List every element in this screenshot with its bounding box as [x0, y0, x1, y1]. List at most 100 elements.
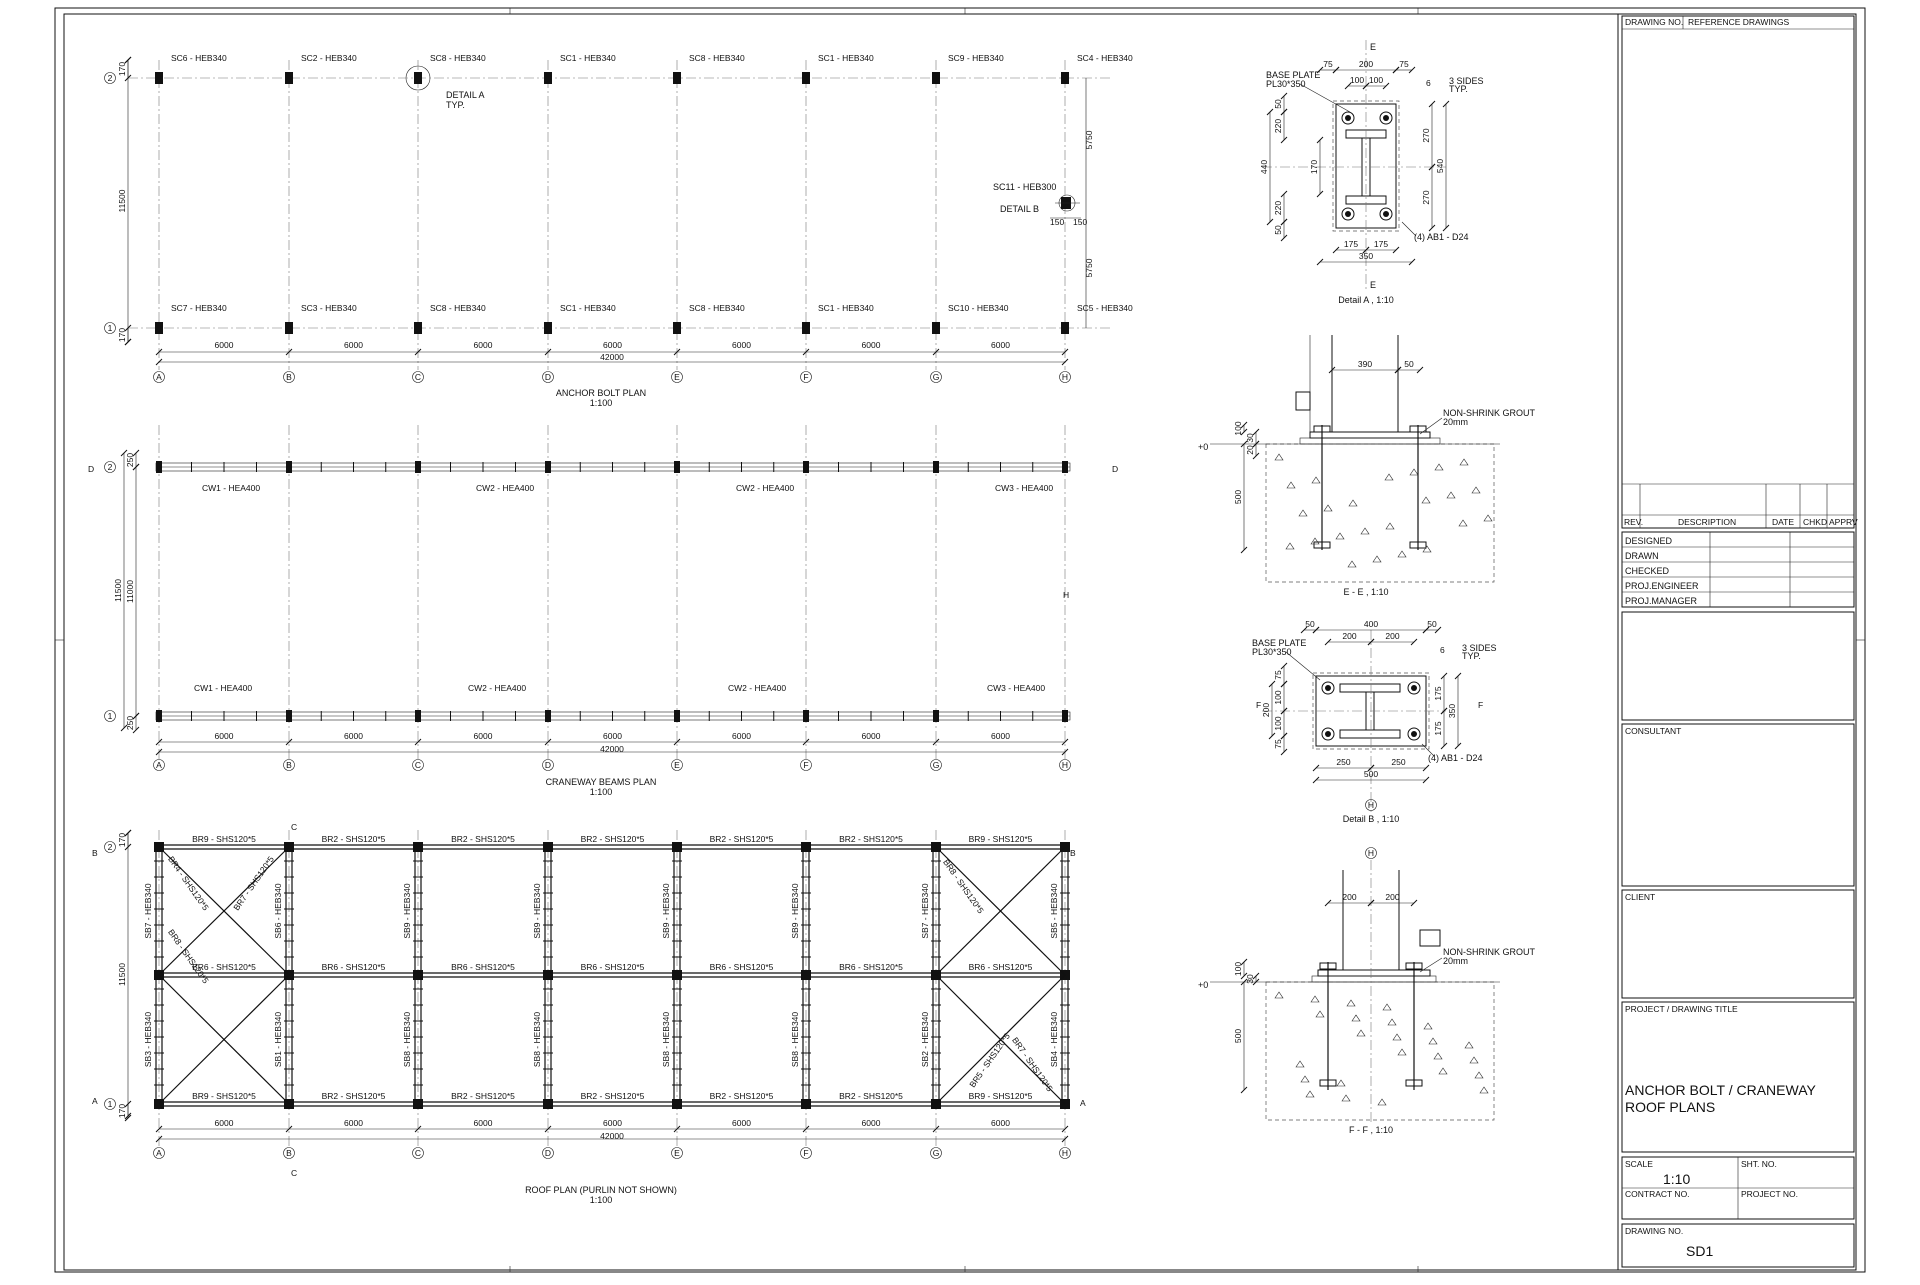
dim-tick [1280, 108, 1288, 116]
dim-tick [1367, 638, 1375, 646]
concrete-hatch-f [1305, 1090, 1315, 1098]
bay-dim-craneway: 6000 [215, 731, 234, 741]
concrete-hatch-e [1360, 527, 1370, 535]
dim-tick [132, 463, 140, 471]
roof-plan-scale: 1:100 [590, 1195, 613, 1205]
craneway-beam-label-row1: CW2 - HEA400 [468, 683, 526, 693]
concrete-hatch-f [1336, 1079, 1346, 1087]
dim-tick [1442, 100, 1450, 108]
roof-top-beam-label: BR2 - SHS120*5 [322, 834, 386, 844]
craneway-beam-label-row1: CW1 - HEA400 [194, 683, 252, 693]
column-label-row1: SC1 - HEB340 [560, 303, 616, 313]
dim-tick [1382, 82, 1390, 90]
dim-tick [414, 1125, 422, 1133]
dim-tick [1440, 742, 1448, 750]
dim-tick [1394, 366, 1402, 374]
dim-tick [1454, 672, 1462, 680]
grid-bubble-2-craneway: 2 [108, 462, 113, 472]
concrete-hatch-e [1434, 463, 1444, 471]
detail-a-bolts: (4) AB1 - D24 [1414, 232, 1469, 242]
foundation-f [1265, 981, 1495, 1121]
detail-b-dim-inner: 200 [1385, 631, 1399, 641]
title-block: DRAWING NO. REFERENCE DRAWINGS REV. DESC… [1617, 13, 1858, 1271]
concrete-hatch-e [1347, 560, 1357, 568]
grid-bubble-roof-circle [153, 1147, 165, 1159]
grid-bubble-D: D [545, 372, 551, 382]
detail-b-dim-total: 500 [1364, 769, 1378, 779]
detail-b-dim-left: 75 [1273, 670, 1283, 680]
anchor-bolt-b [1321, 681, 1335, 695]
detail-b-section-left: F [1256, 700, 1261, 710]
roof-bracing-label: BR5 - SHS120*5 [967, 1031, 1012, 1089]
date-header: DATE [1772, 517, 1794, 527]
grid-bubble-C: C [415, 372, 421, 382]
span-dim: 11500 [117, 189, 127, 212]
dim-tick [802, 348, 810, 356]
anchor-bolt-core-a [1345, 115, 1351, 121]
base-plate-f [1317, 969, 1431, 977]
dim-tick [1362, 82, 1370, 90]
roof-bottom-beam-label: BR2 - SHS120*5 [839, 1091, 903, 1101]
dim-tick [120, 724, 128, 732]
grid-bubble-craneway-circle [930, 759, 942, 771]
signoff-role-1: DESIGNED [1625, 536, 1673, 546]
dim-tick [1240, 421, 1248, 429]
drawing-title-line2: ROOF PLANS [1625, 1099, 1715, 1115]
section-d-left: D [88, 464, 94, 474]
nut-top-e [1409, 425, 1427, 433]
drawing-number: SD1 [1686, 1243, 1713, 1259]
detail-a-base-plate: BASE PLATE [1266, 70, 1320, 80]
grid-bubble-1-roof-circle [104, 1098, 116, 1110]
grid-bubble-2-roof-circle [104, 841, 116, 853]
roof-lower-column-label: SB3 - HEB340 [143, 1012, 153, 1068]
craneway-column [415, 710, 421, 722]
concrete-hatch-e [1310, 537, 1320, 545]
dim-tick [1280, 218, 1288, 226]
concrete-hatch-e [1384, 473, 1394, 481]
dim-tick [132, 449, 140, 457]
roof-lower-column-label: SB1 - HEB340 [273, 1012, 283, 1068]
dim-tick [124, 56, 132, 64]
detail-b: Detail B , 1:10 BASE PLATE PL30*350 3 SI… [1252, 619, 1497, 824]
dim-tick [1328, 366, 1336, 374]
grid-bubble-craneway-circle [283, 759, 295, 771]
roof-upper-column-label: SB6 - HEB340 [273, 883, 283, 939]
dim-tick [1061, 348, 1069, 356]
detail-b-dim-bottom: 250 [1391, 757, 1405, 767]
roof-lower-column-label: SB8 - HEB340 [532, 1012, 542, 1068]
dim-tick [932, 738, 940, 746]
grid-bubble-2-circle [104, 72, 116, 84]
dim-tick [1240, 440, 1248, 448]
roof-mid-beam-label: BR6 - SHS120*5 [581, 962, 645, 972]
column-row1 [155, 322, 163, 334]
grid-bubble-roof-circle [1059, 1147, 1071, 1159]
sheet-no-header: SHT. NO. [1741, 1159, 1777, 1169]
roof-bracing-label: BR7 - SHS120*5 [231, 854, 276, 912]
apprv-header: APPRV [1829, 517, 1858, 527]
bay-dim-craneway: 6000 [344, 731, 363, 741]
dim-tick [1428, 100, 1436, 108]
detail-b-dim-left: 75 [1273, 739, 1283, 749]
detail-b-bolts: (4) AB1 - D24 [1428, 753, 1483, 763]
roof-bracing [158, 846, 290, 976]
anchor-bolt-plan: ANCHOR BOLT PLAN 1:100 DETAIL A TYP. SC1… [104, 53, 1133, 408]
craneway-plan-scale: 1:100 [590, 787, 613, 797]
dim-tick [1392, 66, 1400, 74]
nut-bottom-e [1313, 541, 1331, 549]
bay-dim-roof: 6000 [474, 1118, 493, 1128]
detail-a-weld-size: 6 [1426, 78, 1431, 88]
edge-dim-top-craneway: 250 [125, 453, 135, 467]
detail-a-dim-left: 440 [1259, 160, 1269, 174]
detail-b-base-plate-size: PL30*350 [1252, 647, 1292, 657]
column-row2 [414, 72, 422, 84]
grid-bubble-roof: D [545, 1148, 551, 1158]
concrete-hatch-e [1385, 522, 1395, 530]
dim-tick [132, 712, 140, 720]
section-f-f-grout-depth: 20mm [1443, 956, 1468, 966]
detail-a-dim-total: 350 [1359, 251, 1373, 261]
drawing-no-header: DRAWING NO. [1625, 17, 1683, 27]
column-row1 [544, 322, 552, 334]
section-b-right: B [1070, 848, 1076, 858]
